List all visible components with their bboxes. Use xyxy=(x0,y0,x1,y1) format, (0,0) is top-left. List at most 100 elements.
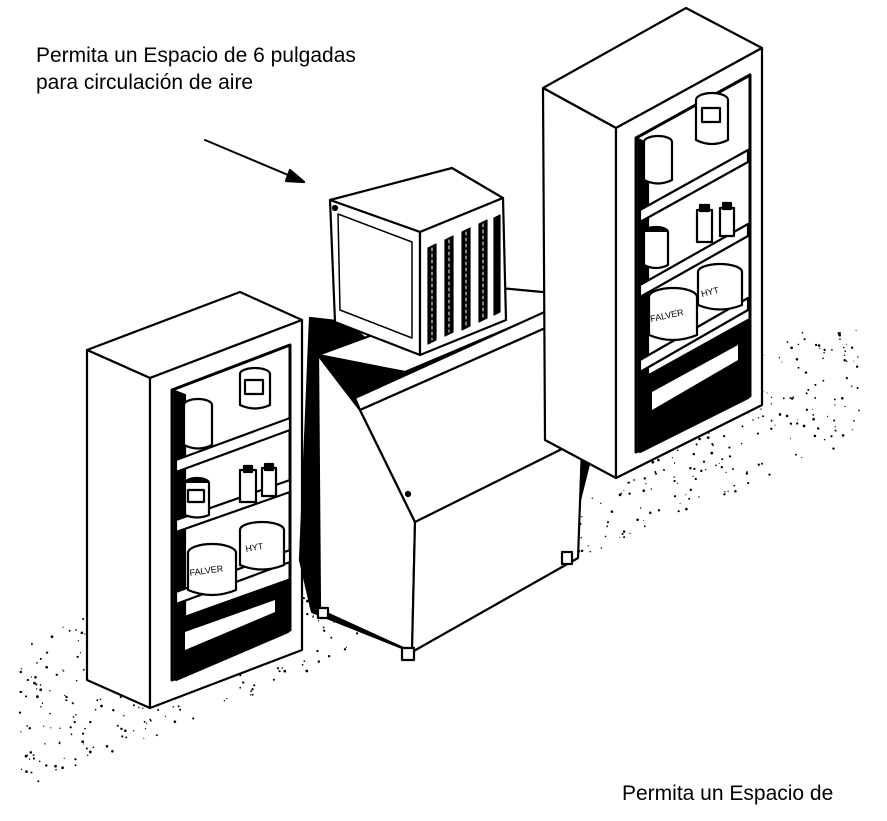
floor-speck xyxy=(724,490,726,493)
floor-speck xyxy=(74,758,77,761)
floor-speck xyxy=(781,361,783,363)
floor-speck xyxy=(30,771,33,774)
floor-speck xyxy=(39,688,43,692)
floor-speck xyxy=(657,458,660,462)
floor-speck xyxy=(75,679,78,682)
floor-speck xyxy=(673,495,677,498)
floor-speck xyxy=(704,468,707,471)
floor-speck xyxy=(770,403,773,405)
floor-speck xyxy=(654,472,658,475)
floor-speck xyxy=(610,510,614,513)
floor-speck xyxy=(654,471,657,473)
floor-speck xyxy=(33,681,36,685)
floor-speck xyxy=(600,502,602,504)
floor-speck xyxy=(591,497,593,499)
floor-speck xyxy=(63,670,65,672)
floor-speck xyxy=(790,397,794,400)
floor-speck xyxy=(327,654,331,658)
floor-speck xyxy=(708,432,710,435)
floor-speck xyxy=(676,482,678,484)
floor-speck xyxy=(28,758,31,760)
floor-speck xyxy=(692,475,694,477)
floor-speck xyxy=(580,549,584,553)
floor-speck xyxy=(76,655,79,658)
floor-speck xyxy=(29,751,33,754)
floor-speck xyxy=(80,631,84,635)
floor-speck xyxy=(604,535,607,538)
floor-speck xyxy=(734,489,737,493)
top-clearance-line-2: para circulación de aire xyxy=(36,71,254,94)
floor-speck xyxy=(732,468,734,470)
floor-speck xyxy=(858,409,860,412)
floor-speck xyxy=(819,347,821,349)
right-shelf-unit xyxy=(541,6,764,480)
floor-speck xyxy=(312,616,314,618)
floor-speck xyxy=(69,726,72,729)
floor-speck xyxy=(28,726,32,730)
floor-speck xyxy=(75,713,77,716)
floor-speck xyxy=(766,392,768,394)
floor-speck xyxy=(805,392,808,395)
floor-speck xyxy=(302,596,305,600)
floor-speck xyxy=(832,447,835,450)
ice-machine-head xyxy=(328,166,508,357)
floor-speck xyxy=(65,695,68,699)
floor-speck xyxy=(281,667,284,669)
floor-speck xyxy=(39,684,42,686)
floor-speck xyxy=(125,736,128,739)
floor-speck xyxy=(116,724,119,727)
floor-speck xyxy=(223,699,226,702)
floor-speck xyxy=(79,651,82,654)
left-jar-label-b: HYT xyxy=(245,541,265,554)
floor-speck xyxy=(82,743,84,745)
floor-speck xyxy=(119,696,122,699)
floor-speck xyxy=(82,668,85,671)
floor-speck xyxy=(657,509,661,512)
floor-speck xyxy=(728,455,732,458)
floor-speck xyxy=(81,740,85,744)
floor-speck xyxy=(164,715,167,718)
floor-speck xyxy=(77,640,80,642)
floor-speck xyxy=(36,662,38,664)
floor-speck xyxy=(676,449,679,452)
floor-speck xyxy=(41,702,44,704)
floor-speck xyxy=(811,408,813,410)
floor-speck xyxy=(19,690,22,694)
floor-speck xyxy=(330,636,333,639)
floor-speck xyxy=(85,747,88,750)
floor-speck xyxy=(643,520,645,522)
bottom-clearance-note: Permita un Espacio de xyxy=(622,780,833,807)
floor-speck xyxy=(278,670,281,673)
floor-speck xyxy=(728,446,731,449)
floor-speck xyxy=(720,466,723,469)
floor-speck xyxy=(797,343,800,346)
floor-speck xyxy=(89,720,92,724)
floor-speck xyxy=(801,331,804,334)
floor-speck xyxy=(173,720,177,723)
floor-speck xyxy=(805,408,809,411)
bottom-clearance-line-1: Permita un Espacio de xyxy=(622,782,834,805)
floor-speck xyxy=(39,657,42,660)
floor-speck xyxy=(62,626,64,628)
floor-speck xyxy=(149,718,152,721)
floor-speck xyxy=(838,333,842,337)
floor-speck xyxy=(150,720,152,722)
floor-speck xyxy=(853,420,855,422)
floor-speck xyxy=(132,730,135,732)
floor-speck xyxy=(322,626,325,629)
floor-speck xyxy=(132,704,135,707)
floor-speck xyxy=(822,379,825,382)
floor-speck xyxy=(172,705,175,708)
floor-speck xyxy=(61,766,64,770)
floor-speck xyxy=(55,673,58,676)
floor-speck xyxy=(843,358,846,362)
floor-speck xyxy=(715,464,717,467)
floor-speck xyxy=(814,396,817,399)
floor-speck xyxy=(620,492,623,495)
floor-speck xyxy=(26,725,28,727)
floor-speck xyxy=(839,338,841,340)
floor-speck xyxy=(580,536,583,539)
floor-speck xyxy=(698,496,700,498)
floor-speck xyxy=(144,727,147,730)
floor-speck xyxy=(694,477,697,481)
